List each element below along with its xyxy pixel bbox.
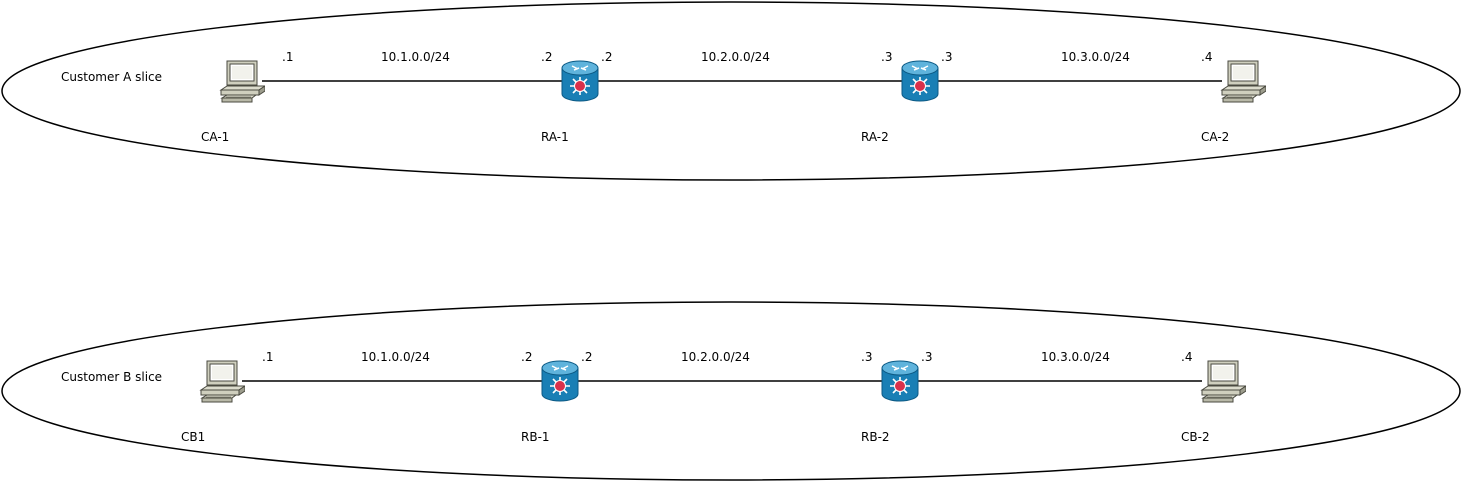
subnet-label: 10.2.0.0/24	[681, 350, 750, 364]
pc-node[interactable]: CB-2 .4	[1181, 350, 1246, 444]
subnet-label: 10.3.0.0/24	[1041, 350, 1110, 364]
router-icon	[541, 360, 579, 402]
slice-customer-a: Customer A slice CA-1 .1 RA-1 .2 .2 RA-2…	[1, 1, 1461, 181]
subnet-label: 10.1.0.0/24	[381, 50, 450, 64]
interface-address: .3	[881, 50, 892, 64]
interface-address: .3	[941, 50, 952, 64]
router-node[interactable]: RB-1 .2 .2	[521, 350, 592, 444]
router-icon	[561, 60, 599, 102]
node-name: CB-2	[1181, 430, 1210, 444]
interface-address: .3	[921, 350, 932, 364]
pc-node[interactable]: CB1 .1	[181, 350, 273, 444]
slice-title: Customer B slice	[61, 370, 162, 384]
subnet-label: 10.2.0.0/24	[701, 50, 770, 64]
slice-boundary	[1, 301, 1461, 481]
interface-address: .4	[1201, 50, 1212, 64]
interface-address: .3	[861, 350, 872, 364]
node-name: RA-2	[861, 130, 889, 144]
interface-address: .2	[541, 50, 552, 64]
interface-address: .1	[262, 350, 273, 364]
slice-title: Customer A slice	[61, 70, 162, 84]
router-node[interactable]: RB-2 .3 .3	[861, 350, 932, 444]
interface-address: .2	[581, 350, 592, 364]
interface-address: .2	[601, 50, 612, 64]
interface-address: .1	[282, 50, 293, 64]
router-node[interactable]: RA-2 .3 .3	[861, 50, 952, 144]
node-name: CB1	[181, 430, 205, 444]
interface-address: .2	[521, 350, 532, 364]
slice-customer-b: Customer B slice CB1 .1 RB-1 .2 .2 RB-2 …	[1, 301, 1461, 481]
computer-icon	[1201, 360, 1246, 403]
node-name: RB-2	[861, 430, 890, 444]
node-name: CA-1	[201, 130, 229, 144]
pc-node[interactable]: CA-1 .1	[201, 50, 293, 144]
interface-address: .4	[1181, 350, 1192, 364]
node-name: RB-1	[521, 430, 550, 444]
router-icon	[901, 60, 939, 102]
pc-node[interactable]: CA-2 .4	[1201, 50, 1266, 144]
computer-icon	[220, 60, 265, 103]
router-icon	[881, 360, 919, 402]
subnet-label: 10.1.0.0/24	[361, 350, 430, 364]
computer-icon	[1221, 60, 1266, 103]
subnet-label: 10.3.0.0/24	[1061, 50, 1130, 64]
router-node[interactable]: RA-1 .2 .2	[541, 50, 612, 144]
node-name: CA-2	[1201, 130, 1229, 144]
node-name: RA-1	[541, 130, 569, 144]
computer-icon	[200, 360, 245, 403]
slice-boundary	[1, 1, 1461, 181]
